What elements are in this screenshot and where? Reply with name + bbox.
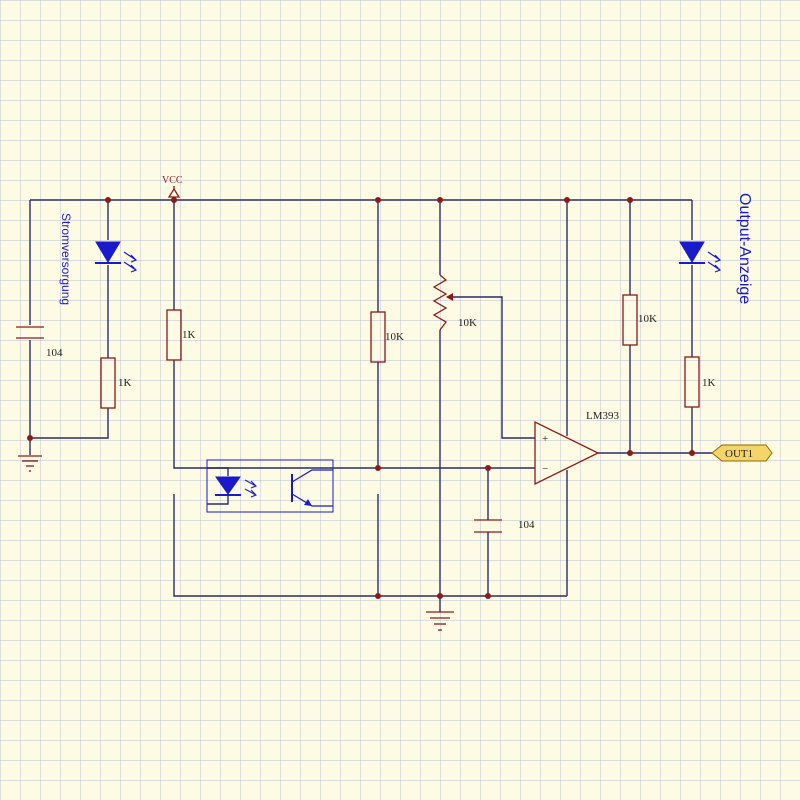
opamp-label: LM393 [586, 410, 620, 422]
optocoupler [206, 459, 334, 513]
power-label: Stromversorgung [59, 213, 73, 305]
output-led-icon [679, 241, 722, 273]
wires [29, 199, 712, 612]
resistor-pullup-label: 10K [385, 331, 404, 343]
resistor-opto [166, 309, 182, 361]
opamp-minus: − [542, 463, 548, 475]
resistor-out-led-label: 1K [702, 377, 716, 389]
potentiometer-label: 10K [458, 317, 477, 329]
junction-dots [27, 197, 695, 599]
output-label: Output-Anzeige [736, 193, 753, 304]
capacitor-c1 [16, 326, 44, 339]
opamp-plus: + [542, 433, 548, 445]
output-port [711, 444, 773, 462]
resistor-opto-label: 1K [182, 329, 196, 341]
vcc-symbol [167, 186, 181, 198]
power-led-icon [95, 241, 138, 273]
capacitor-c1-label: 104 [46, 347, 63, 359]
capacitor-c2 [474, 519, 502, 533]
resistor-out-led [684, 356, 700, 408]
resistor-out-pullup [622, 294, 638, 346]
resistor-out-pullup-label: 10K [638, 313, 657, 325]
resistor-power-led-label: 1K [118, 377, 132, 389]
vcc-label: VCC [162, 175, 183, 186]
ground-icon-bottom [426, 611, 454, 631]
resistor-pullup [370, 311, 386, 363]
potentiometer [432, 274, 453, 331]
comparator-lm393 [534, 420, 600, 486]
output-port-label: OUT1 [725, 448, 753, 460]
resistor-power-led [100, 357, 116, 409]
ground-icon-left [18, 455, 42, 472]
capacitor-c2-label: 104 [518, 519, 535, 531]
